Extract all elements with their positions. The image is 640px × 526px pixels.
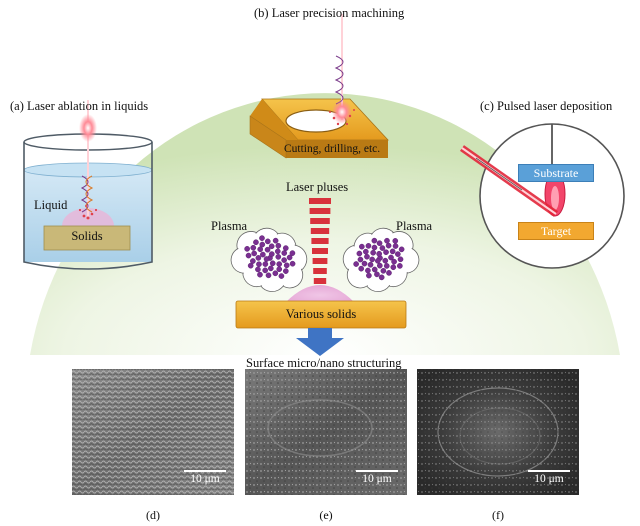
scale-bar-e: 10 μm [356, 470, 398, 485]
panel-a-title: (a) Laser ablation in liquids [10, 99, 149, 113]
machining-plate [249, 14, 389, 159]
pulse-bar [312, 248, 328, 254]
plate-caption: Cutting, drilling, etc. [284, 143, 381, 155]
scale-bar-f: 10 μm [528, 470, 570, 485]
scale-label-f: 10 μm [534, 473, 564, 485]
sem-image-f [417, 369, 579, 495]
down-arrow [296, 328, 344, 356]
target-label: Target [518, 222, 594, 240]
panel-c-title: (c) Pulsed laser deposition [480, 99, 613, 113]
scale-label-d: 10 μm [190, 473, 220, 485]
plasma-label-right: Plasma [396, 219, 433, 233]
sem-image-d [72, 369, 234, 495]
pulse-bar [309, 208, 331, 214]
sem-image-e [245, 369, 407, 495]
pulse-bar [311, 238, 329, 244]
substrate-label: Substrate [518, 164, 594, 182]
pulse-bar [313, 268, 327, 274]
plasma-cloud-left [230, 227, 308, 292]
pulse-bar [313, 278, 327, 284]
panel-b-title: (b) Laser precision machining [254, 6, 405, 20]
scale-bar-line [528, 470, 570, 472]
ablation-bump [286, 285, 354, 302]
liquid-label: Liquid [34, 198, 68, 212]
plasma-label-left: Plasma [211, 219, 248, 233]
solids-block-a [43, 225, 131, 251]
pulses-label: Laser pluses [286, 180, 349, 194]
pulse-bar [310, 218, 330, 224]
pulse-bar [310, 228, 330, 234]
various-solids-label: Various solids [285, 307, 357, 321]
pulse-bar [312, 258, 328, 264]
image-label-d: (d) [146, 508, 160, 522]
scale-bar-line [356, 470, 398, 472]
scale-bar-line [184, 470, 226, 472]
image-label-f: (f) [492, 508, 504, 522]
scale-bar-d: 10 μm [184, 470, 226, 485]
beaker-illustration [23, 100, 153, 270]
image-label-e: (e) [319, 508, 333, 522]
pulse-bar [309, 198, 331, 204]
solids-label-a: Solids [71, 229, 103, 243]
arrow-caption: Surface micro/nano structuring [246, 356, 402, 370]
plasma-cloud-right [342, 227, 420, 292]
scale-label-e: 10 μm [362, 473, 392, 485]
